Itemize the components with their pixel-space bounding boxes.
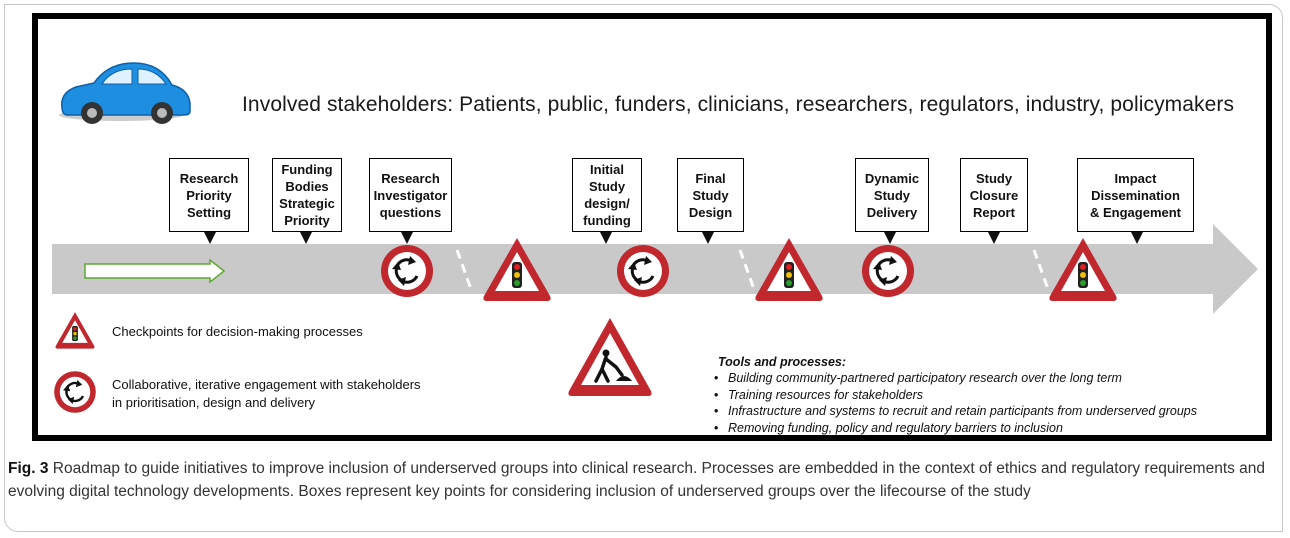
step-study-closure-report: Study Closure Report (960, 158, 1028, 232)
legend-roundabout-icon (52, 370, 98, 414)
step-research-investigator-questions: Research Investigator questions (369, 158, 452, 232)
tools-title: Tools and processes: (718, 355, 847, 369)
roadmap-figure: Involved stakeholders: Patients, public,… (32, 13, 1272, 441)
lane-divider (455, 249, 473, 290)
legend-checkpoint-label: Checkpoints for decision-making processe… (112, 324, 363, 339)
step-research-priority-setting: Research Priority Setting (169, 158, 249, 232)
lane-divider (738, 249, 756, 290)
roundabout-icon (379, 243, 435, 299)
tools-item: Training resources for stakeholders (714, 387, 1197, 404)
legend-collab-line1: Collaborative, iterative engagement with… (112, 377, 421, 392)
caption-label: Fig. 3 (8, 460, 49, 477)
step-impact-dissemination-engagement: Impact Dissemination & Engagement (1077, 158, 1194, 232)
step-final-study-design: Final Study Design (677, 158, 744, 232)
roundabout-icon (615, 243, 671, 299)
roadmap-diagram (52, 62, 1258, 414)
page-frame (4, 4, 1283, 532)
step-dynamic-study-delivery: Dynamic Study Delivery (855, 158, 929, 232)
legend-collab-line2: in prioritisation, design and delivery (112, 395, 316, 410)
green-progress-arrow (84, 258, 226, 284)
step-funding-bodies-strategic-priority: Funding Bodies Strategic Priority (272, 158, 342, 232)
tools-item: Building community-partnered participato… (714, 370, 1197, 387)
stakeholders-line: Involved stakeholders: Patients, public,… (242, 93, 1235, 116)
tools-item: Infrastructure and systems to recruit an… (714, 403, 1197, 420)
caption-text: Roadmap to guide initiatives to improve … (8, 460, 1266, 500)
tools-list: Building community-partnered participato… (714, 370, 1197, 436)
tools-item: Removing funding, policy and regulatory … (714, 420, 1197, 437)
figure-caption: Fig. 3 Roadmap to guide initiatives to i… (8, 457, 1278, 503)
roadworks-sign-icon (568, 318, 652, 396)
legend-traffic-light-icon (55, 312, 95, 349)
car-icon (59, 62, 191, 124)
step-initial-study-design-funding: Initial Study design/ funding (572, 158, 642, 232)
lane-divider (1032, 249, 1050, 290)
roundabout-icon (860, 243, 916, 299)
